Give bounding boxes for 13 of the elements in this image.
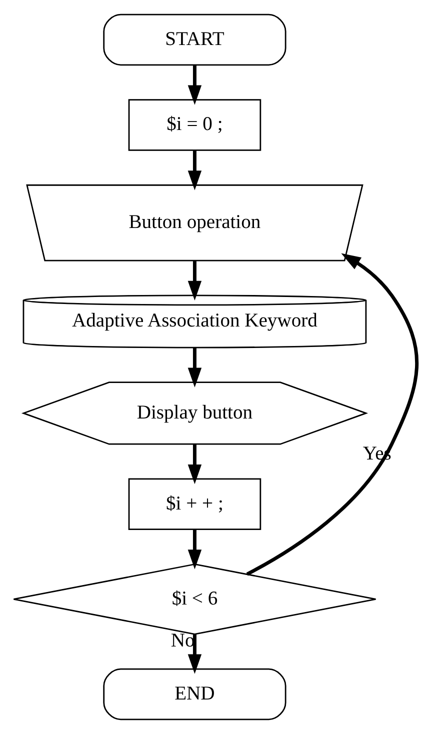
node-box: START [103,14,286,66]
node-box: END [103,668,286,720]
arrow [188,261,202,300]
arrow [246,253,418,576]
arrow [188,65,202,105]
node-box: $i + + ; [128,478,262,530]
arrow [188,634,202,674]
arrow [188,444,202,484]
node-box: $i = 0 ; [128,99,262,151]
arrow [188,530,202,570]
node-diamond: $i < 6 [13,564,376,635]
arrow [188,348,202,388]
arrow [188,150,202,190]
